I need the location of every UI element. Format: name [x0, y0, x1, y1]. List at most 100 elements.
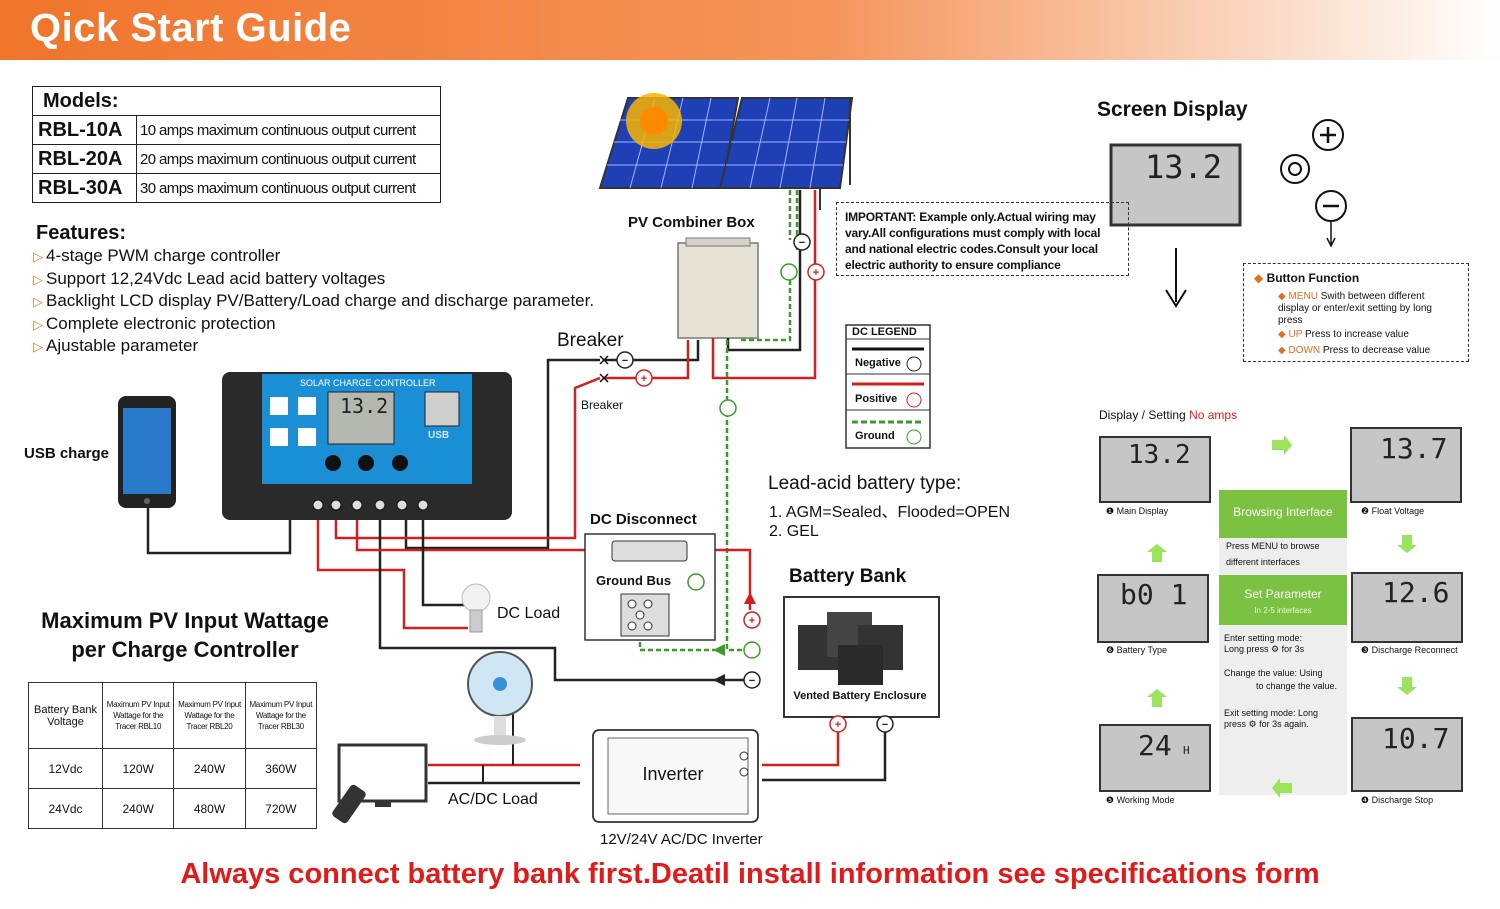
battery-type-line2: 2. GEL [769, 523, 819, 540]
models-table: Models: RBL-10A 10 amps maximum continuo… [32, 86, 441, 203]
screen-label: ❺ Working Mode [1106, 795, 1174, 806]
usb-port-label: USB [428, 430, 450, 441]
table-cell: 720W [244, 788, 318, 829]
svg-text:+: + [835, 719, 841, 731]
screen-display-value: 13.2 [1145, 148, 1223, 186]
menu-key: MENU [1288, 291, 1318, 302]
legend-title: DC LEGEND [852, 326, 917, 338]
table-header-cell: Maximum PV Input Wattage for the Tracer … [244, 682, 318, 749]
table-header-cell: Maximum PV Input Wattage for the Tracer … [101, 682, 175, 749]
screen-number: ❸ [1361, 645, 1370, 655]
features-title: Features: [36, 222, 127, 244]
setting-flow-diagram [1097, 427, 1463, 798]
screen-display-lcd [1109, 143, 1242, 227]
list-item: ▷Backlight LCD display PV/Battery/Load c… [33, 290, 594, 313]
table-cell: 24Vdc [28, 788, 103, 829]
lcd-value: 13.7 [1380, 432, 1448, 465]
table-header-cell: Battery Bank Voltage [28, 682, 103, 749]
svg-text:+: + [641, 373, 647, 385]
light-bulb-icon [461, 583, 491, 633]
change-value: Change the value: Using [1224, 668, 1323, 678]
table-row: Battery Bank Voltage Maximum PV Input Wa… [28, 682, 318, 749]
browsing-desc2: different interfaces [1226, 557, 1300, 567]
up-key: UP [1288, 329, 1303, 340]
screen-label-text: Working Mode [1116, 795, 1175, 805]
enter-mode: Enter setting mode: [1224, 633, 1303, 643]
table-row: RBL-10A 10 amps maximum continuous outpu… [32, 115, 441, 145]
plus-icon [1312, 119, 1344, 151]
wattage-title-line1: Maximum PV Input Wattage [41, 608, 329, 633]
table-cell: 240W [173, 748, 246, 789]
set-parameter-title: Set Parameter [1244, 587, 1322, 601]
inverter-caption: 12V/24V AC/DC Inverter [600, 831, 763, 848]
display-setting-prefix: Display / Setting [1099, 408, 1186, 422]
screen-number: ❻ [1106, 645, 1115, 655]
exit-desc: press ⚙ for 3s again. [1224, 719, 1309, 729]
table-cell: 240W [101, 788, 175, 829]
lcd-value: 12.6 [1382, 576, 1450, 609]
lcd-value: 13.2 [1128, 440, 1191, 470]
chevron-right-icon: ▷ [33, 316, 43, 332]
chevron-right-icon: ▷ [33, 339, 43, 354]
combiner-box-icon [677, 237, 759, 339]
charge-controller-icon [222, 372, 512, 520]
screen-number: ❷ [1361, 506, 1370, 516]
screen-label: ❹ Discharge Stop [1361, 795, 1433, 806]
table-row: 24Vdc 240W 480W 720W [28, 788, 318, 829]
change-desc: to change the value. [1256, 681, 1338, 691]
lcd-value: b0 1 [1120, 578, 1188, 611]
feature-text: 4-stage PWM charge controller [46, 246, 281, 265]
list-item: ▷Ajustable parameter [33, 335, 594, 358]
svg-text:+: + [813, 267, 819, 279]
inverter-icon [592, 729, 759, 823]
feature-text: Support 12,24Vdc Lead acid battery volta… [46, 268, 386, 288]
legend-ground: Ground [855, 430, 895, 442]
page-title: Qick Start Guide [30, 6, 352, 50]
controller-label: SOLAR CHARGE CONTROLLER [300, 378, 436, 388]
header-banner [0, 0, 1500, 60]
svg-text:−: − [622, 355, 628, 367]
table-cell: 480W [173, 788, 246, 829]
screen-number: ❹ [1361, 795, 1370, 805]
dc-disconnect-label: DC Disconnect [590, 511, 697, 528]
browsing-desc1: Press MENU to browse [1226, 541, 1320, 551]
chevron-right-icon: ▷ [33, 294, 43, 309]
model-desc: 30 amps maximum continuous output curren… [136, 173, 441, 203]
combiner-box-label: PV Combiner Box [628, 214, 755, 231]
model-desc: 10 amps maximum continuous output curren… [136, 115, 441, 145]
breaker-small-label: Breaker [581, 398, 624, 412]
important-notice: IMPORTANT: Example only.Actual wiring ma… [836, 202, 1129, 276]
list-item: ▷Support 12,24Vdc Lead acid battery volt… [33, 268, 594, 291]
enter-desc: Long press ⚙ for 3s [1224, 644, 1305, 654]
table-row: RBL-20A 20 amps maximum continuous outpu… [32, 144, 441, 174]
battery-type-title: Lead-acid battery type: [768, 473, 962, 494]
button-function-box: ◆ Button Function ◆ MENU Swith between d… [1243, 263, 1469, 362]
display-setting-suffix: No amps [1189, 408, 1238, 422]
exit-mode: Exit setting mode: Long [1224, 708, 1319, 718]
feature-text: Backlight LCD display PV/Battery/Load ch… [46, 291, 595, 310]
display-setting-title: Display / Setting No amps [1099, 408, 1237, 422]
usb-charge-label: USB charge [24, 445, 110, 462]
list-item: ▷Complete electronic protection [33, 313, 594, 336]
svg-text:+: + [749, 615, 755, 627]
screen-label-text: Main Display [1116, 506, 1169, 516]
down-key: DOWN [1288, 345, 1321, 356]
battery-bank-label: Battery Bank [789, 566, 907, 587]
screen-label: ❸ Discharge Reconnect [1361, 645, 1458, 656]
svg-text:−: − [749, 675, 755, 687]
lcd-value: 10.7 [1382, 722, 1450, 755]
screen-label-text: Discharge Stop [1371, 795, 1434, 805]
models-heading: Models: [32, 86, 441, 116]
screen-label: ❶ Main Display [1106, 506, 1168, 517]
inverter-label: Inverter [642, 764, 704, 784]
sun-icon [626, 93, 682, 149]
list-item: ▷4-stage PWM charge controller [33, 245, 594, 268]
chevron-right-icon: ▷ [33, 249, 43, 264]
gear-icon [1280, 154, 1310, 184]
fan-icon [467, 651, 533, 745]
screen-display-title: Screen Display [1097, 98, 1248, 121]
lcd-unit: H [1183, 744, 1190, 757]
screen-label: ❷ Float Voltage [1361, 506, 1424, 517]
menu-desc: Swith between different display or enter… [1278, 291, 1432, 326]
